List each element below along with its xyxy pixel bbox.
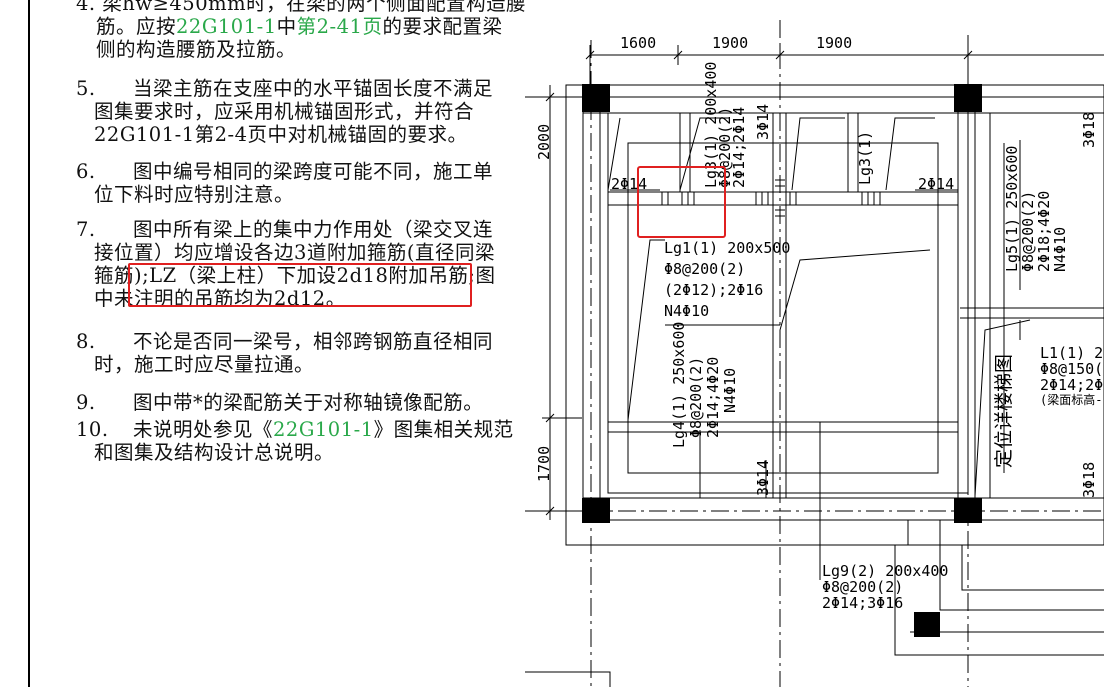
label-3c18-top: 3Φ18 [1080,112,1098,148]
svg-text:2Φ18;4Φ20: 2Φ18;4Φ20 [1035,191,1053,272]
ref-link[interactable]: 22G101-1 [176,15,277,38]
border-line [28,0,30,687]
design-notes-panel: 4. 梁hw≥450mm时，在梁的两个侧面配置构造腰 筋。应按22G101-1中… [0,0,527,687]
note-number: 6. [76,160,96,183]
svg-text:Φ8@200(2): Φ8@200(2) [1019,191,1037,272]
svg-text:Lg5(1) 250x600: Lg5(1) 250x600 [1003,146,1021,272]
label-2c14-right: 2Φ14 [918,175,954,193]
svg-text:Lg9(2) 200x400: Lg9(2) 200x400 [822,562,948,580]
svg-text:2Φ14;2Φ14: 2Φ14;2Φ14 [730,107,748,188]
note-item-8: 8. 不论是否同一梁号，相邻跨钢筋直径相同 时，施工时应尽量拉通。 [76,330,496,376]
label-lg4: Lg4(1) 250x600 Φ8@200(2) 2Φ14;4Φ20 N4Φ10 [670,322,739,448]
svg-text:2Φ14;3Φ16: 2Φ14;3Φ16 [822,594,903,612]
note-line: 当梁主筋在支座中的水平锚固长度不满足 [133,77,494,100]
dim-1900-b: 1900 [816,34,852,52]
highlight-box-plan [637,166,726,238]
label-lg5: Lg5(1) 250x600 Φ8@200(2) 2Φ18;4Φ20 N4Φ10 [1003,146,1069,272]
label-lg4-bottom: 3Φ14 [754,460,772,496]
label-lg3-left: Lg3(1) 200x400 Φ8@200(2) 2Φ14;2Φ14 3Φ14 [702,62,772,188]
highlight-box-note [128,263,472,307]
ref-link[interactable]: 第2-41页 [296,15,383,38]
note-line: 中未注明的吊筋均为2d12。 [94,287,346,310]
svg-text:N4Φ10: N4Φ10 [721,368,739,413]
note-line: 位下料时应特别注意。 [94,183,295,206]
note-line: 4. 梁hw≥450mm时，在梁的两个侧面配置构造腰 [76,0,527,15]
label-stair-note: 定位详楼梯图 [993,354,1015,468]
svg-text:N4Φ10: N4Φ10 [1051,227,1069,272]
svg-text:L1(1) 20: L1(1) 20 [1040,344,1104,362]
note-item-7: 7. 图中所有梁上的集中力作用处（梁交叉连 接位置）均应增设各边3道附加箍筋(直… [76,218,496,310]
note-number: 5. [76,77,96,100]
note-line: 未说明处参见《22G101-1》图集相关规范 [133,418,514,441]
note-item-4: 4. 梁hw≥450mm时，在梁的两个侧面配置构造腰 筋。应按22G101-1中… [76,0,527,61]
note-item-5: 5. 当梁主筋在支座中的水平锚固长度不满足 图集要求时，应采用机械锚固形式，并符… [76,77,496,146]
note-line: 图中所有梁上的集中力作用处（梁交叉连 [133,218,494,241]
note-line: 不论是否同一梁号，相邻跨钢筋直径相同 [133,330,494,353]
ref-link[interactable]: 22G101-1 [273,418,374,441]
note-line: 筋。应按22G101-1中第2-41页的要求配置梁 [96,15,503,38]
svg-text:2Φ14;4Φ20: 2Φ14;4Φ20 [704,357,722,438]
label-lg3-right: Lg3(1) [856,131,874,185]
note-line: 22G101-1第2-4页中对机械锚固的要求。 [94,123,468,146]
note-number: 10. [76,418,109,441]
note-line: 和图集及结构设计总说明。 [94,441,335,464]
svg-text:Lg3(1) 200x400: Lg3(1) 200x400 [702,62,720,188]
label-l1: L1(1) 20 Φ8@150( 2Φ14;2Φ (梁面标高- [1040,344,1104,407]
note-item-9: 9. 图中带*的梁配筋关于对称轴镜像配筋。 [76,391,496,414]
svg-text:2Φ14;2Φ: 2Φ14;2Φ [1040,376,1103,394]
dim-1900-a: 1900 [712,34,748,52]
svg-text:Φ8@200(2): Φ8@200(2) [822,578,903,596]
svg-text:Φ8@150(: Φ8@150( [1040,360,1103,378]
svg-text:Lg1(1) 200x500: Lg1(1) 200x500 [664,239,790,257]
dim-1700: 1700 [535,446,553,482]
note-line: 时，施工时应尽量拉通。 [94,353,315,376]
dim-1600: 1600 [620,34,656,52]
note-number: 7. [76,218,96,241]
svg-text:N4Φ10: N4Φ10 [664,302,709,320]
note-line: 接位置）均应增设各边3道附加箍筋(直径同梁 [94,241,496,264]
note-number: 9. [76,391,96,414]
label-2c14-left: 2Φ14 [611,175,647,193]
label-lg9: Lg9(2) 200x400 Φ8@200(2) 2Φ14;3Φ16 [822,562,948,612]
svg-text:Φ8@200(2): Φ8@200(2) [664,260,745,278]
note-line: 图中编号相同的梁跨度可能不同，施工单 [133,160,494,183]
note-line: 图中带*的梁配筋关于对称轴镜像配筋。 [133,391,484,414]
svg-text:Lg3(1): Lg3(1) [856,131,874,185]
beam-reinforcement-plan: 1600 1900 1900 2000 1700 Lg3(1) 200x400 … [525,20,1104,687]
note-line: 侧的构造腰筋及拉筋。 [96,38,297,61]
svg-text:(梁面标高-: (梁面标高- [1040,392,1102,407]
dim-2000: 2000 [535,124,553,160]
label-3c18-bottom: 3Φ18 [1080,462,1098,498]
note-item-6: 6. 图中编号相同的梁跨度可能不同，施工单 位下料时应特别注意。 [76,160,496,206]
label-lg1: Lg1(1) 200x500 Φ8@200(2) (2Φ12);2Φ16 N4Φ… [664,239,790,320]
svg-text:Lg4(1) 250x600: Lg4(1) 250x600 [670,322,688,448]
note-item-10: 10. 未说明处参见《22G101-1》图集相关规范 和图集及结构设计总说明。 [76,418,514,464]
note-line: 箍筋);LZ（梁上柱）下加设2d18附加吊筋;图 [94,264,496,287]
svg-text:(2Φ12);2Φ16: (2Φ12);2Φ16 [664,281,763,299]
svg-text:3Φ14: 3Φ14 [754,104,772,140]
note-number: 8. [76,330,96,353]
svg-text:Φ8@200(2): Φ8@200(2) [687,357,705,438]
note-line: 图集要求时，应采用机械锚固形式，并符合 [94,100,475,123]
